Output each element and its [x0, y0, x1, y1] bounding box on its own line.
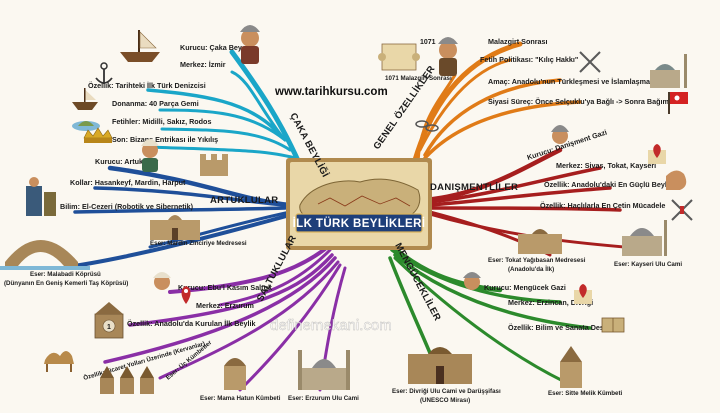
chain-icon — [415, 120, 439, 132]
branch-caka-lines — [146, 49, 303, 168]
mengu-item-founder: Kurucu: Mengücek Gazi — [484, 283, 566, 292]
madrasa-icon — [408, 347, 472, 384]
island-icon — [72, 121, 100, 131]
arm-icon — [666, 170, 687, 190]
artuk-item-bridge-note: (Dünyanın En Geniş Kemerli Taş Köprüsü) — [4, 280, 128, 287]
map-pin-icon — [574, 284, 592, 304]
warrior-icon — [153, 272, 171, 290]
saltuk-item-mamahatun: Eser: Mama Hatun Kümbeti — [200, 395, 281, 402]
artuk-item-madrasa: Eser: Mardin Zinciriye Medresesi — [150, 240, 247, 247]
fleet-icon — [72, 88, 98, 110]
crown-icon — [83, 127, 113, 143]
saltuk-item-founder: Kurucu: Ebu'l Kasım Saltuk — [178, 283, 272, 292]
mengu-item-divrigi: Eser: Divriği Ulu Cami ve Darüşşifası — [392, 388, 501, 395]
saltuk-item-ulucami: Eser: Erzurum Ulu Cami — [288, 395, 359, 402]
mosque-icon — [298, 350, 350, 390]
warrior-icon — [141, 139, 159, 172]
book-icon — [601, 317, 625, 333]
danis-item-madrasa-note: (Anadolu'da İlk) — [508, 266, 554, 273]
mosque-icon — [622, 220, 667, 256]
artuk-item-branches: Kollar: Hasankeyf, Mardin, Harput — [70, 178, 186, 187]
genel-item-1071-caption: 1071 Malazgirt Sonrası — [385, 75, 452, 82]
map-scroll-icon — [378, 43, 420, 71]
danis-item-madrasa: Eser: Tokat Yağıbasan Medresesi — [488, 257, 586, 264]
genel-item-politics: Siyasi Süreç: Önce Selçuklu'ya Bağlı -> … — [488, 97, 679, 106]
tomb-icon — [224, 358, 246, 390]
website-label: www.tarihkursu.com — [274, 86, 388, 98]
tomb-icon: 1 — [94, 302, 124, 339]
castle-icon — [200, 154, 228, 176]
mengu-item-science: Özellik: Bilim ve Sanata Destek — [508, 323, 614, 332]
madrasa-icon — [518, 229, 562, 254]
center-map-panel: İLK TÜRK BEYLİKLERİ — [286, 158, 432, 250]
saltuk-item-first: Özellik: Anadolu'da Kurulan İlk Beylik — [127, 319, 255, 328]
tomb-icon — [560, 346, 582, 388]
madrasa-icon — [150, 215, 200, 240]
warrior-icon — [551, 125, 569, 144]
artuk-item-science: Bilim: El-Cezeri (Robotik ve Sibernetik) — [60, 202, 194, 211]
caka-item-fleet: Donanma: 40 Parça Gemi — [112, 99, 199, 108]
genel-item-goal: Amaç: Anadolu'nun Türkleşmesi ve İslamla… — [488, 77, 656, 86]
center-title: İLK TÜRK BEYLİKLERİ — [293, 217, 426, 230]
sword-icon — [579, 51, 601, 73]
tomb-icon — [100, 366, 154, 394]
map-pin-icon — [648, 144, 666, 164]
warrior-icon — [240, 25, 260, 64]
danis-item-ulucami: Eser: Kayseri Ulu Cami — [614, 261, 682, 268]
map-pin-icon — [181, 286, 191, 304]
artuk-item-founder: Kurucu: Artuk Bey — [95, 157, 158, 166]
mengu-item-sitte: Eser: Sitte Melik Kümbeti — [548, 390, 623, 397]
caka-item-founder: Kurucu: Çaka Bey — [180, 43, 242, 52]
flag-icon — [668, 92, 688, 114]
saltuk-badge: 1 — [107, 324, 111, 331]
anchor-icon — [95, 62, 113, 84]
genel-badge: 1071 — [420, 39, 436, 46]
branch-title-artuk: ARTUKLULAR — [210, 195, 278, 206]
mosque-icon — [650, 54, 687, 88]
branch-title-danis: DANIŞMENTLİLER — [430, 182, 518, 193]
caka-item-end: Son: Bizans Entrikası ile Yıkılış — [112, 135, 218, 144]
artuk-item-bridge: Eser: Malabadi Köprüsü — [30, 271, 101, 278]
cross-swords-icon — [671, 199, 693, 221]
ship-icon — [120, 30, 160, 62]
mengu-item-unesco: (UNESCO Mirası) — [420, 397, 470, 404]
camel-icon — [44, 351, 74, 372]
caka-item-feature: Özellik: Tarihteki İlk Türk Denizcisi — [88, 81, 206, 90]
warrior-icon — [463, 272, 481, 290]
robot-icon — [26, 177, 56, 216]
branch-artuk-lines — [58, 165, 293, 270]
mengu-item-center: Merkez: Erzincan, Divriği — [508, 298, 593, 307]
watermark: definemekani.com — [270, 317, 392, 334]
branch-saltuk-lines — [103, 243, 347, 392]
danis-item-crusaders: Özellik: Haçlılarla En Çetin Mücadele — [540, 201, 665, 210]
branch-genel-lines — [412, 41, 582, 164]
bridge-icon — [0, 240, 90, 270]
genel-item-after-malazgirt: Malazgirt Sonrası — [488, 37, 548, 46]
genel-item-policy: Fetih Politikası: "Kılıç Hakkı" — [480, 55, 578, 64]
caka-item-center: Merkez: İzmir — [180, 60, 226, 69]
danis-item-center: Merkez: Sivas, Tokat, Kayseri — [556, 161, 656, 170]
warrior-icon — [438, 37, 458, 76]
danis-item-strongest: Özellik: Anadolu'daki En Güçlü Beylik — [544, 180, 673, 189]
caka-item-conquests: Fetihler: Midilli, Sakız, Rodos — [112, 117, 211, 126]
saltuk-item-center: Merkez: Erzurum — [196, 301, 254, 310]
